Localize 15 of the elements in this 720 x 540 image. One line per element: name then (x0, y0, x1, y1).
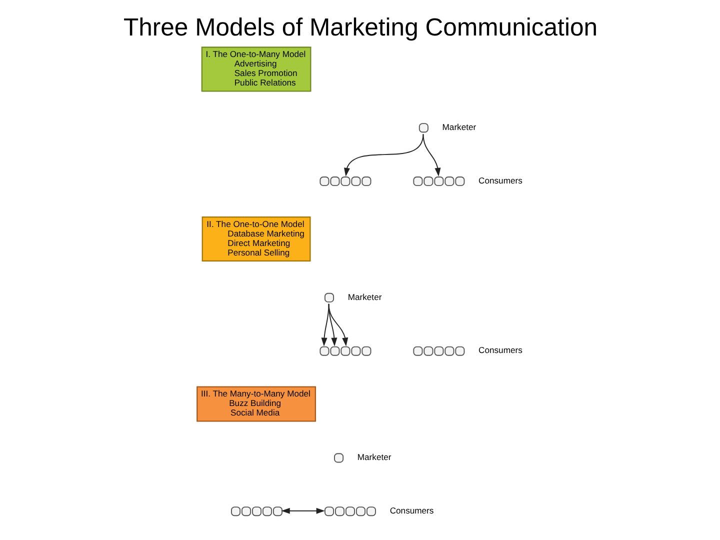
node-box: II. The One-to-One Model Database Marketing Direct Marketing Personal Selling (201, 216, 310, 262)
node-label: Consumers (478, 175, 522, 186)
diagram-title: Three Models of Marketing Communication (122, 14, 598, 42)
node-label: Marketer (442, 122, 476, 132)
arrow (422, 134, 440, 177)
node-label: Marketer (347, 292, 382, 302)
node-label: Marketer (356, 452, 391, 462)
arrow (280, 508, 324, 514)
node-label: Consumers (389, 505, 434, 516)
node-box: III. The Many-to-Many Model Buzz Building Social Media (196, 386, 316, 422)
arrow (320, 303, 329, 346)
node-label: Consumers (478, 345, 522, 356)
arrow (328, 303, 348, 346)
node-box: I. The One-to-Many Model Advertising Sales Promotion Public Relations (200, 46, 311, 92)
arrow (344, 134, 424, 177)
